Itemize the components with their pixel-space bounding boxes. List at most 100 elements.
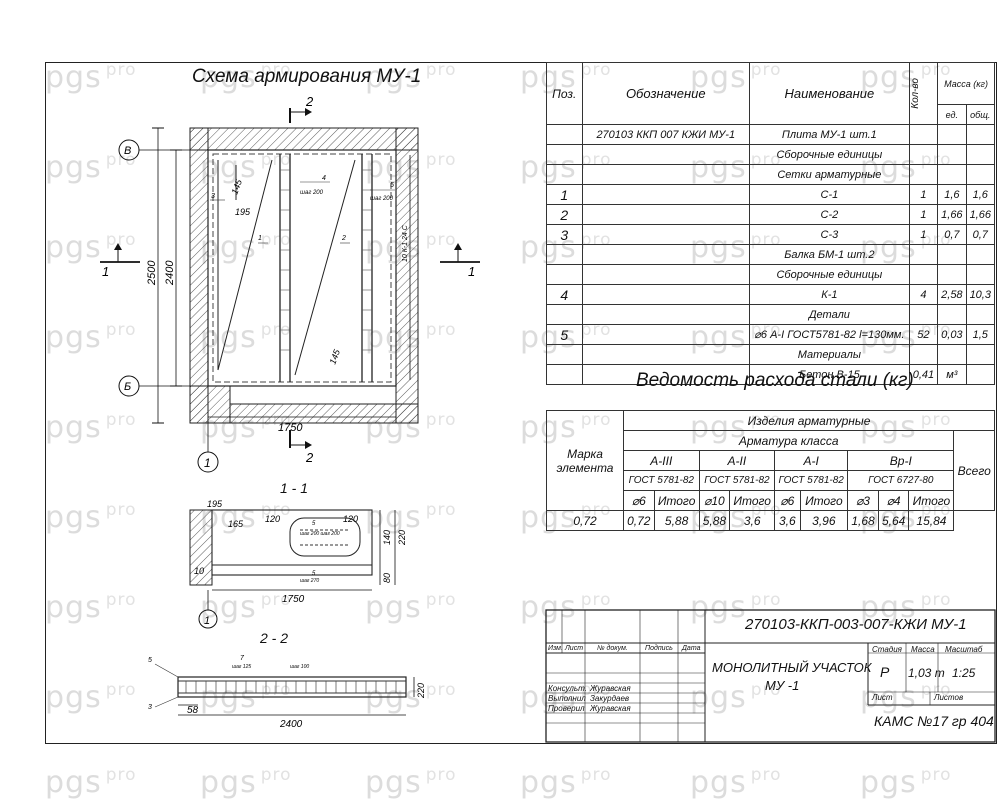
spec-cell-name: Бетон В-15 [749,364,910,385]
title-block-name-line1: МОНОЛИТНЫЙ УЧАСТОК [712,660,872,675]
spec-row: Сборочные единицы [546,264,996,285]
spec-row: Детали [546,304,996,325]
cut-1-right: 1 [468,264,475,279]
callout-2: 2 [341,235,346,242]
steel-rebar-class: Арматура класса [622,430,955,451]
tb-organization: КАМС №17 гр 404 [874,713,994,729]
sec1-axis-label: 1 [204,615,210,627]
sec1-dim-80: 80 [382,573,392,583]
steel-value: 3,6 [774,510,801,531]
steel-value: 5,64 [877,510,910,531]
dim-2500: 2500 [146,260,158,286]
axis-b-label: Б [124,381,131,393]
cut-2-bottom: 2 [305,450,314,465]
callout-step: шаг 200 [300,190,324,196]
callout-1: 1 [258,235,262,242]
spec-cell-total: 10,3 [965,284,996,305]
steel-class-name: A-II [698,450,776,471]
spec-row: Сетки арматурные [546,164,996,185]
cut-2-top: 2 [305,94,314,109]
spec-cell-name: С-1 [749,184,910,205]
tb-mass: 1,03 т [908,666,945,680]
tb-person-2: Закурдаев [590,694,630,703]
tb-role-2: Выполнил [548,694,586,703]
steel-value: 3,96 [799,510,849,531]
tb-col-sign: Подпись [645,645,673,652]
steel-value: 0,72 [546,510,624,531]
spec-row: Материалы [546,344,996,365]
dim-reinf: 10 К-1 24 С [402,224,409,262]
steel-subcol: ⌀10 [698,490,731,511]
section-1-title: 1 - 1 [280,480,309,496]
dim-195: 195 [235,207,251,217]
callout-3: 3 [211,193,215,200]
sec1-mark-5a: 5 [312,521,316,527]
sec1-dim-195: 195 [207,499,223,509]
spec-header-mass: Масса (кг) [937,62,995,105]
spec-header-qty-cell: Кол-во [908,62,939,125]
tb-role-3: Проверил [548,704,585,713]
tb-col-izm: Изм. [548,645,563,652]
callout-step-b: шаг 200 [370,196,394,202]
spec-cell-total [965,364,996,385]
sec2-mark-5: 5 [148,657,152,664]
steel-class-name: A-III [623,450,700,471]
sec1-dim-120a: 120 [265,514,280,524]
steel-title: Ведомость расхода стали (кг) [636,370,914,391]
spec-header-name: Наименование [749,62,910,125]
drawing-frame [45,62,997,744]
tb-stage: Р [880,664,890,680]
steel-subcol: Итого [799,490,849,511]
tb-scale-label: Масштаб [945,645,983,654]
sec2-step2: шаг 100 [290,664,309,670]
sec2-step: шаг 125 [232,664,251,670]
tb-col-list: Лист [565,645,584,652]
callout-5: 5 [390,182,394,189]
tb-person-1: Журавская [590,684,631,693]
axis-1-label: 1 [204,456,211,470]
tb-col-date: Дата [682,645,701,652]
sec1-dim-165: 165 [228,519,244,529]
sec2-mark-3: 3 [148,704,152,711]
plan-title: Схема армирования МУ-1 [192,66,422,87]
tb-sheet-label: Лист [872,693,893,702]
spec-cell-name: Плита МУ-1 шт.1 [749,124,910,145]
cut-1-left: 1 [102,264,109,279]
sec2-dim-58: 58 [187,705,199,716]
steel-value: 5,88 [653,510,700,531]
section-2-title: 2 - 2 [260,630,289,646]
tb-sheets-label: Листов [934,693,964,702]
spec-cell-unit: 0,03 [937,324,967,345]
specification-table: Поз. Обозначение Наименование Кол-во Мас… [546,62,996,385]
spec-header-designation: Обозначение [581,62,751,125]
spec-cell-name: Детали [749,304,910,325]
sec2-mark-7: 7 [240,655,245,662]
sec1-dim-140: 140 [382,530,392,545]
callout-4: 4 [322,175,326,182]
tb-role-1: Консульт. [548,684,587,693]
steel-mark-label: Марка элемента [546,410,624,511]
sec2-dim-220: 220 [416,683,426,699]
tb-stage-label: Стадия [872,645,902,654]
dim-2400: 2400 [164,260,176,286]
axis-v-label: В [124,145,131,157]
sec1-dim-220: 220 [397,530,407,546]
sec1-dim-120b: 120 [343,514,358,524]
tb-person-3: Журавская [590,704,631,713]
tb-mass-label: Масса [911,645,935,654]
spec-row: Балка БМ-1 шт.2 [546,244,996,265]
steel-value: 1,68 [847,510,879,531]
dim-1750: 1750 [278,422,303,434]
tb-col-doc: № докум. [597,645,628,652]
sec1-step270: шаг 270 [300,578,319,584]
